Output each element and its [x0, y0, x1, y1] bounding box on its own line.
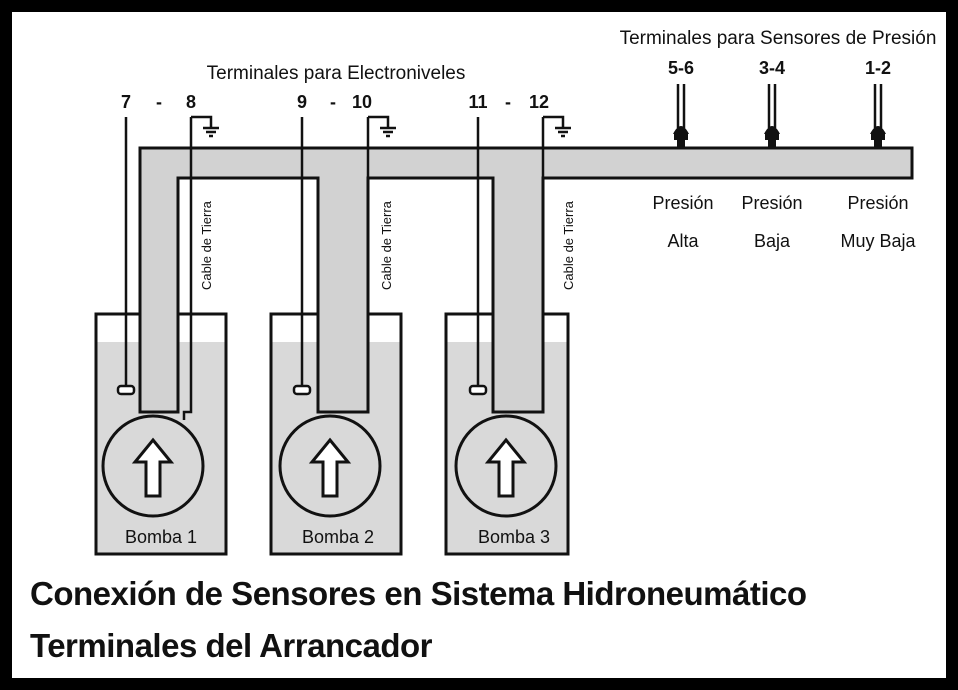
arrow-up-icon	[308, 437, 352, 498]
terminal-separator: -	[156, 92, 162, 112]
pressure-sensor-2	[764, 84, 780, 148]
arrow-up-icon	[131, 437, 175, 498]
pressure-terminal-label: 3-4	[759, 58, 785, 78]
ground-icon	[380, 126, 396, 138]
terminal-separator: -	[505, 92, 511, 112]
pump-label: Bomba 1	[125, 527, 197, 547]
electrode-sensor-1	[116, 384, 136, 396]
title-block: Conexión de Sensores en Sistema Hidroneu…	[30, 568, 807, 672]
pump-1	[101, 414, 205, 518]
pump-label: Bomba 2	[302, 527, 374, 547]
pressure-terminal-label: 5-6	[668, 58, 694, 78]
diagram-subtitle: Terminales del Arrancador	[30, 627, 432, 664]
terminal-label: 11	[468, 92, 487, 112]
terminal-label: 12	[529, 92, 549, 112]
pressure-label-line2: Alta	[667, 231, 699, 251]
pressure-sensor-3	[870, 84, 886, 148]
header-presion: Terminales para Sensores de Presión	[620, 28, 937, 49]
pressure-label-line1: Presión	[847, 193, 908, 213]
header-electroniveles: Terminales para Electroniveles	[207, 63, 466, 84]
pressure-label-line2: Baja	[754, 231, 791, 251]
diagram-title: Conexión de Sensores en Sistema Hidroneu…	[30, 575, 807, 612]
pump-label: Bomba 3	[478, 527, 550, 547]
pressure-label-line1: Presión	[652, 193, 713, 213]
cable-label: Cable de Tierra	[199, 200, 214, 290]
ground-cable-1	[182, 117, 193, 420]
electrode-sensor-2	[292, 384, 312, 396]
pump-3	[454, 414, 558, 518]
terminal-label: 10	[352, 92, 372, 112]
cable-label: Cable de Tierra	[379, 200, 394, 290]
terminal-label: 8	[186, 92, 196, 112]
terminal-label: 9	[297, 92, 307, 112]
pressure-label-line1: Presión	[741, 193, 802, 213]
arrow-up-icon	[484, 437, 528, 498]
pressure-terminal-label: 1-2	[865, 58, 891, 78]
pressure-sensor-1	[673, 84, 689, 148]
ground-icon	[555, 126, 571, 138]
terminal-label: 7	[121, 92, 131, 112]
electrode-sensor-3	[468, 384, 488, 396]
terminal-separator: -	[330, 92, 336, 112]
pressure-label-line2: Muy Baja	[840, 231, 916, 251]
ground-icon	[203, 126, 219, 138]
pipe-network	[138, 146, 914, 414]
cable-label: Cable de Tierra	[561, 200, 576, 290]
pump-2	[278, 414, 382, 518]
